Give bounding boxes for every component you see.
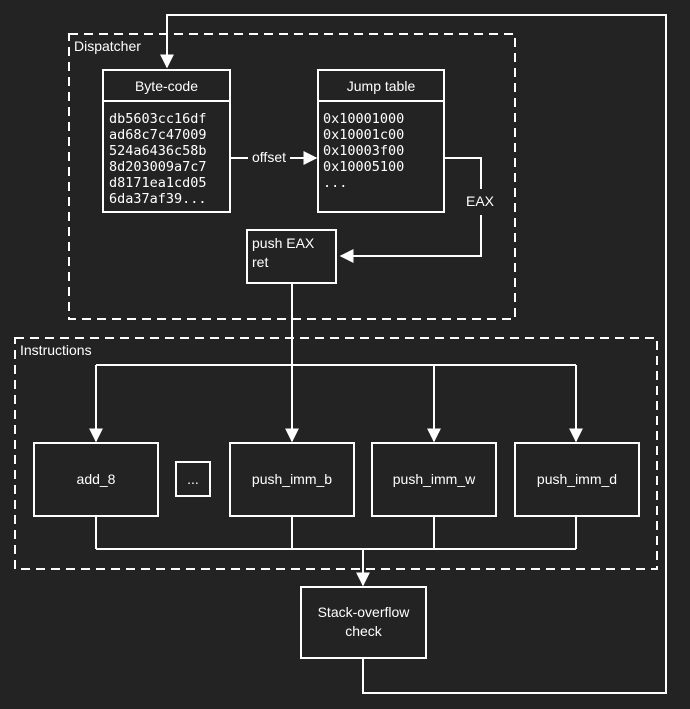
- offset-label: offset: [252, 149, 286, 165]
- jump-table-entry: 0x10001c00: [323, 127, 404, 143]
- jump-table-entry: 0x10001000: [323, 111, 404, 127]
- bytecode-line: db5603cc16df: [109, 111, 207, 127]
- instructions-group: [14, 337, 658, 570]
- handler-add-8: add_8: [33, 442, 159, 517]
- bytecode-line: 8d203009a7c7: [109, 159, 207, 175]
- handler-push-imm-b: push_imm_b: [229, 442, 355, 517]
- handler-push-imm-d: push_imm_d: [514, 442, 640, 517]
- eax-label: EAX: [466, 193, 495, 209]
- jump-table-entry: ...: [323, 175, 347, 191]
- bytecode-line: 6da37af39...: [109, 191, 207, 207]
- jump-table-entry: 0x10005100: [323, 159, 404, 175]
- bytecode-line: d8171ea1cd05: [109, 175, 207, 191]
- jump-table-title: Jump table: [347, 78, 416, 94]
- handler-label: add_8: [77, 471, 116, 487]
- stack-check-line: Stack-overflow: [318, 604, 411, 620]
- stack-check-line: check: [345, 623, 383, 639]
- instructions-group-label: Instructions: [20, 342, 92, 358]
- bytecode-title: Byte-code: [135, 78, 198, 94]
- bytecode-box: Byte-code db5603cc16df ad68c7c47009 524a…: [102, 69, 231, 213]
- push-ret-box: push EAX ret: [246, 229, 337, 284]
- merge-edges: [95, 516, 577, 587]
- jump-table-entry: 0x10003f00: [323, 143, 404, 159]
- handler-push-imm-w: push_imm_w: [371, 442, 497, 517]
- jump-table-box: Jump table 0x10001000 0x10001c00 0x10003…: [317, 69, 445, 213]
- dispatch-edges: [89, 283, 583, 443]
- offset-edge: offset: [230, 148, 318, 168]
- stack-overflow-check-box: Stack-overflow check: [300, 586, 427, 659]
- handler-label: ...: [187, 471, 199, 487]
- bytecode-line: ad68c7c47009: [109, 127, 207, 143]
- dispatcher-group-label: Dispatcher: [74, 38, 141, 54]
- handler-label: push_imm_b: [252, 471, 332, 487]
- handler-label: push_imm_d: [537, 471, 617, 487]
- bytecode-line: 524a6436c58b: [109, 143, 207, 159]
- handler-ellipsis: ...: [175, 461, 211, 497]
- loop-back-edge: [160, 14, 667, 694]
- ret-text: ret: [252, 254, 268, 270]
- handler-label: push_imm_w: [393, 471, 476, 487]
- push-eax-text: push EAX: [252, 235, 315, 251]
- eax-edge: EAX: [339, 157, 495, 263]
